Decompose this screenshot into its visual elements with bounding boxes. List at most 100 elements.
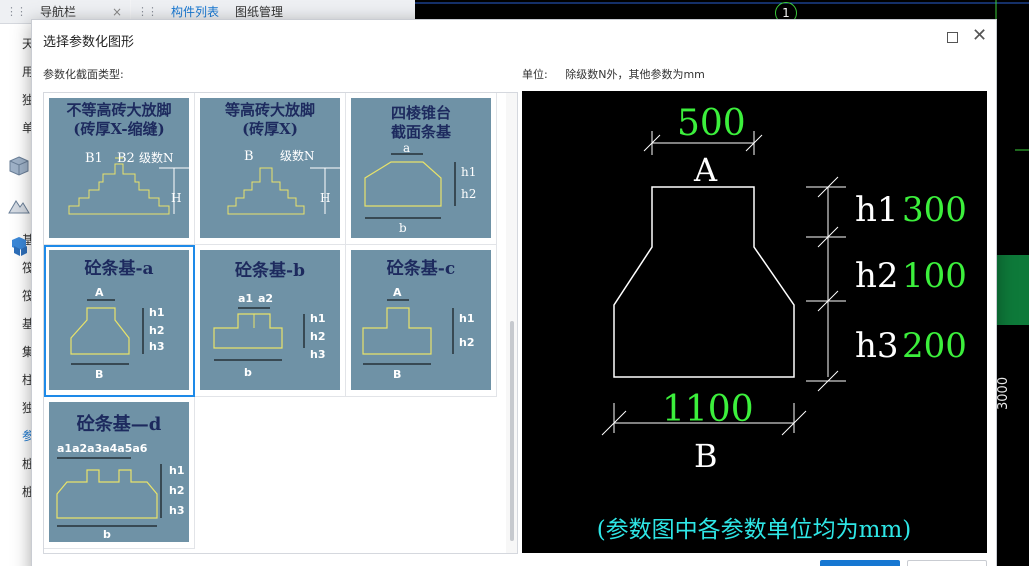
shape-title-line: (砖厚X) [242,120,298,138]
parameter-preview: 500 A h1 300 h2 100 h3 200 1100 B (参数图中各… [522,91,987,553]
bottom-label: B [694,437,718,475]
shape-title: 砼条基-a [84,259,154,279]
dimension-label: B2 [117,151,135,166]
shape-thumbnail: 四棱锥台 截面条基 a h1 h2 b [351,98,491,238]
dimension-label: a2 [258,292,273,305]
h2-value: 100 [902,256,967,296]
dimension-label: B [244,149,254,164]
dimension-label: h1 [149,306,165,319]
blocks-icon [12,237,27,256]
dimension-label: a1 [238,292,253,305]
unit-label: 单位: [522,68,548,81]
tab-drawing-management[interactable]: 图纸管理 [235,5,284,19]
drag-grip-icon[interactable]: ⋮⋮ [137,5,158,18]
h1-label: h1 [855,190,899,230]
dimension-label: A [393,286,402,299]
scrollbar-thumb[interactable] [510,321,514,541]
dimension-label: h2 [310,330,326,343]
shape-diagram: A h1 h2 B [362,286,475,381]
shape-diagram: B 级数N H [227,148,340,215]
dimension-label: h2 [169,484,185,497]
shape-title: 砼条基-b [235,261,305,281]
close-icon[interactable]: ✕ [972,25,988,46]
shape-title: 砼条基-c [386,259,456,279]
section-outline [613,186,795,378]
shape-title: 砼条基—d [76,414,162,435]
h2-label: h2 [855,256,899,296]
shape-diagram: B1 B2 级数N H [68,150,189,215]
dimension-label: h3 [310,348,326,361]
shape-title-line: 不等高砖大放脚 [66,101,172,119]
top-label: A [693,151,718,189]
select-parametric-shape-dialog: 选择参数化图形 ✕ 参数化截面类型: 单位: 除级数N外，其他参数为mm 不等高… [31,19,997,566]
shape-title-line: (砖厚X-缩缝) [73,120,165,138]
cad-highlighted-region [996,255,1029,325]
shape-thumbnail: 砼条基-c A h1 h2 B [351,250,491,390]
shape-diagram: a1 a2 h1 h2 h3 b [213,292,326,379]
dimension-label: b [103,528,111,541]
dimension-label: h1 [461,165,476,179]
dimension-label: h1 [310,312,326,325]
dimension-label: B1 [85,151,103,166]
dimension-label: a1a2a3a4a5a6 [57,442,148,455]
shape-option-concrete-footing-d[interactable]: 砼条基—d a1a2a3a4a5a6 h1 h2 h3 b [44,397,195,549]
h3-label: h3 [855,326,899,366]
h3-value: 200 [902,326,967,366]
cancel-button[interactable] [907,560,987,566]
dimension-label: h2 [461,187,476,201]
section-type-label: 参数化截面类型: [43,68,124,81]
dimension-label: H [171,191,181,205]
dimension-label: h1 [459,312,475,325]
bottom-value: 1100 [662,389,754,430]
navigation-panel-title: 导航栏 [40,5,77,19]
shape-option-concrete-footing-a[interactable]: 砼条基-a A h1 h2 h3 B [44,245,195,397]
shape-gallery: 不等高砖大放脚 (砖厚X-缩缝) B1 B2 级数N H 等 [43,92,518,554]
shape-option-equal-brick-footing[interactable]: 等高砖大放脚 (砖厚X) B 级数N H [195,93,346,245]
dialog-title: 选择参数化图形 [43,35,135,50]
ok-button[interactable] [820,560,900,566]
dimension-label: 级数N [139,150,174,165]
shape-thumbnail: 不等高砖大放脚 (砖厚X-缩缝) B1 B2 级数N H [49,98,189,238]
h1-value: 300 [902,190,967,230]
dimension-label: B [95,368,103,381]
maximize-icon[interactable] [947,32,958,43]
dimension-label: A [95,286,104,299]
dimension-label: 级数N [280,148,315,163]
empty-slot [195,397,346,549]
dimension-label: h3 [149,340,165,353]
shape-option-truncated-pyramid-footing[interactable]: 四棱锥台 截面条基 a h1 h2 b [346,93,497,245]
tab-component-list[interactable]: 构件列表 [171,5,220,19]
dimension-label: h3 [169,504,185,517]
dimension-label: h2 [149,324,165,337]
dimension-label: H [320,191,330,205]
cube-icon [9,156,29,176]
mountain-icon [8,200,30,214]
shape-option-unequal-brick-footing[interactable]: 不等高砖大放脚 (砖厚X-缩缝) B1 B2 级数N H [44,93,195,245]
shape-option-concrete-footing-b[interactable]: 砼条基-b a1 a2 h1 h2 h3 b [195,245,346,397]
unit-note: (参数图中各参数单位均为mm) [597,517,912,543]
top-value: 500 [677,103,746,144]
unit-info: 单位: 除级数N外，其他参数为mm [522,66,719,82]
drag-grip-icon[interactable]: ⋮⋮ [6,5,27,18]
shape-title-line: 四棱锥台 [390,104,451,122]
shape-diagram: A h1 h2 h3 B [70,286,165,381]
shape-thumbnail: 砼条基-b a1 a2 h1 h2 h3 b [200,250,340,390]
parameter-diagram: 500 A h1 300 h2 100 h3 200 1100 B (参数图中各… [597,103,967,543]
shape-thumbnail: 砼条基-a A h1 h2 h3 B [49,250,189,390]
dimension-label: a [403,141,410,155]
dimension-label: h2 [459,336,475,349]
dimension-label: B [393,368,401,381]
shape-thumbnail: 砼条基—d a1a2a3a4a5a6 h1 h2 h3 b [49,402,189,542]
dimension-label: b [244,366,252,379]
gallery-scrollbar[interactable] [506,93,517,553]
shape-thumbnail: 等高砖大放脚 (砖厚X) B 级数N H [200,98,340,238]
shape-diagram: a h1 h2 b [364,141,476,235]
dimension-label: h1 [169,464,185,477]
shape-title-line: 截面条基 [390,123,451,141]
close-icon[interactable]: × [111,4,122,19]
shape-option-concrete-footing-c[interactable]: 砼条基-c A h1 h2 B [346,245,497,397]
shape-title-line: 等高砖大放脚 [224,101,315,119]
cad-dimension-label: 3000 [996,376,1011,410]
shape-diagram: a1a2a3a4a5a6 h1 h2 h3 b [56,442,185,541]
unit-text: 除级数N外，其他参数为mm [565,68,705,81]
